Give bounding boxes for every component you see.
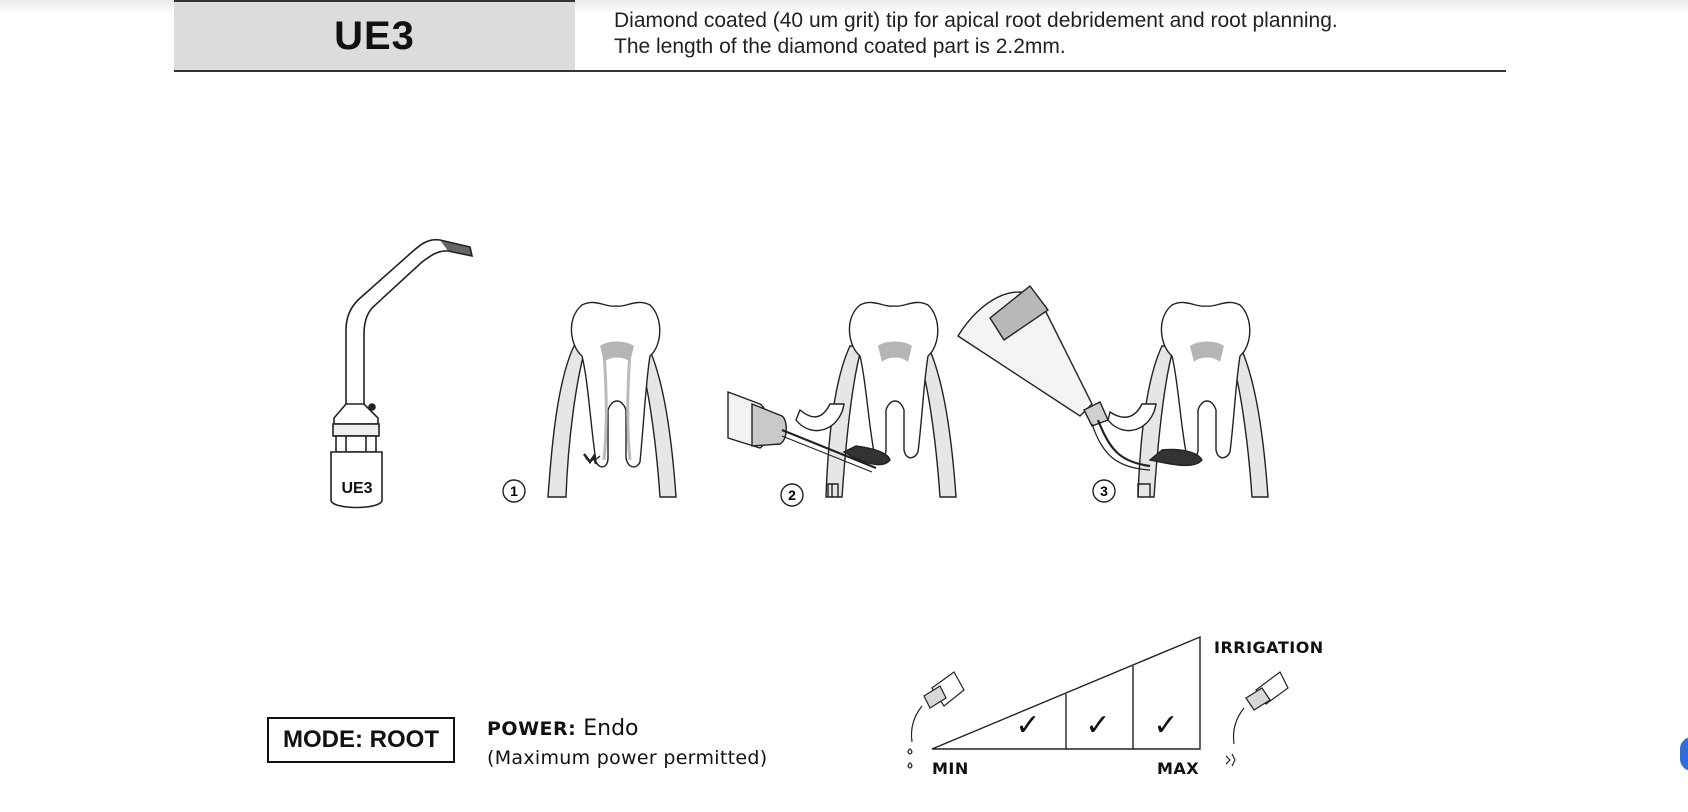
step-2-marker xyxy=(780,483,804,507)
tooth-step-2 xyxy=(795,301,957,498)
irrigation-check-1: ✓ xyxy=(1015,708,1040,743)
irrigation-min-label: MIN xyxy=(932,759,969,778)
step-3-marker xyxy=(1092,479,1116,503)
tip-code: UE3 xyxy=(174,0,575,70)
irrigation-title: IRRIGATION xyxy=(1214,638,1324,657)
description-line-1: Diamond coated (40 um grit) tip for apic… xyxy=(614,9,1338,32)
handpiece-min-icon xyxy=(907,671,965,769)
description-line-2: The length of the diamond coated part is… xyxy=(614,35,1066,58)
tooth-step-3 xyxy=(1107,301,1269,498)
mode-badge: MODE: ROOT xyxy=(267,717,455,763)
tooth-step-1 xyxy=(547,301,677,498)
floating-action-button[interactable] xyxy=(1680,737,1688,771)
power-value: Endo xyxy=(583,716,639,741)
irrigation-check-3: ✓ xyxy=(1153,708,1178,743)
irrigation-max-label: MAX xyxy=(1157,759,1200,778)
step-2-number: 2 xyxy=(788,487,796,503)
irrigation-check-2: ✓ xyxy=(1085,708,1110,743)
power-info: POWER: Endo (Maximum power permitted) xyxy=(487,714,767,772)
power-line: POWER: Endo xyxy=(487,714,767,744)
step-1-number: 1 xyxy=(510,483,518,499)
handpiece-max-icon xyxy=(1225,671,1289,767)
irrigation-scale xyxy=(931,635,1201,750)
scaler-handpiece-step-2 xyxy=(727,390,877,473)
step-3-number: 3 xyxy=(1100,483,1108,499)
step-1-marker xyxy=(502,479,526,503)
tip-header: UE3 Diamond coated (40 um grit) tip for … xyxy=(174,0,1506,72)
power-note: (Maximum power permitted) xyxy=(487,747,768,769)
tip-code-label: UE3 xyxy=(341,480,372,497)
ue3-tip-drawing xyxy=(330,238,474,509)
power-label: POWER: xyxy=(487,718,577,740)
scaler-handpiece-step-3 xyxy=(957,285,1151,471)
tip-description: Diamond coated (40 um grit) tip for apic… xyxy=(614,8,1494,60)
